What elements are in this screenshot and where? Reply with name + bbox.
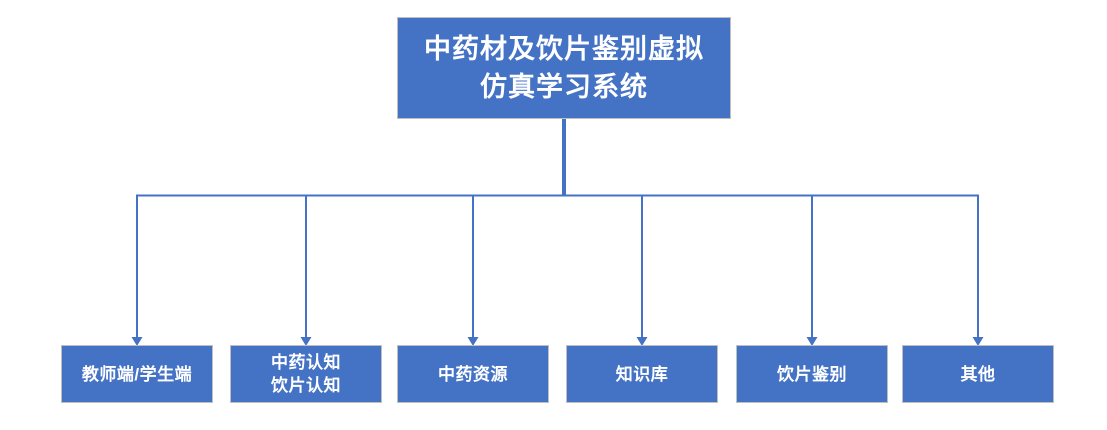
child-node-herb-resources: 中药资源 xyxy=(397,345,549,403)
connector-branch-4 xyxy=(636,195,648,346)
root-node-title: 中药材及饮片鉴别虚拟 仿真学习系统 xyxy=(397,17,731,119)
connector-branch-2 xyxy=(300,195,312,346)
connector-branch-6 xyxy=(972,195,984,346)
child-node-herb-and-piece-cognition: 中药认知 饮片认知 xyxy=(230,345,382,403)
child-node-piece-identification: 饮片鉴别 xyxy=(736,345,888,403)
connector-branch-1 xyxy=(131,195,143,346)
child-node-other: 其他 xyxy=(902,345,1054,403)
child-node-knowledge-base: 知识库 xyxy=(566,345,718,403)
child-node-teacher-student: 教师端/学生端 xyxy=(61,345,213,403)
connector-branch-5 xyxy=(806,195,818,346)
connector-branch-3 xyxy=(467,195,479,346)
